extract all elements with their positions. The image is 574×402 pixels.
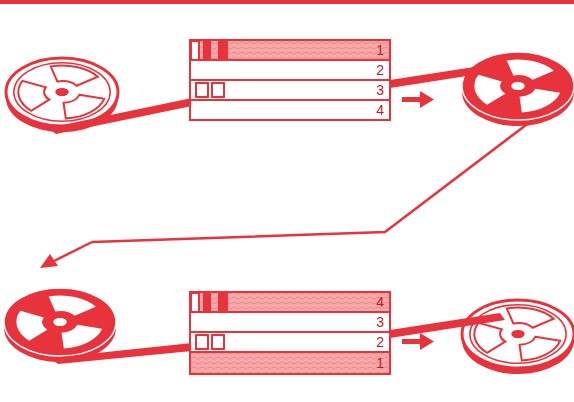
reel-spoke (18, 81, 49, 111)
track-number: 1 (374, 43, 386, 57)
track-number: 2 (374, 335, 386, 349)
reel-face (462, 300, 574, 368)
track-band: 3 (190, 312, 390, 332)
reel-face (462, 52, 574, 120)
tape (390, 63, 505, 88)
reel-hub (511, 330, 524, 338)
track-number: 2 (374, 63, 386, 77)
direction-arrow (402, 91, 434, 108)
track-band: 1 (190, 352, 390, 374)
reel-spoke (520, 337, 561, 361)
track-box (190, 40, 390, 120)
reel-cutout (49, 295, 96, 315)
reel-rim (470, 305, 566, 363)
track-number: 1 (374, 356, 386, 370)
track-number: 3 (374, 83, 386, 97)
reel-hub (511, 82, 524, 90)
reel-cutout (474, 75, 505, 105)
reel-cutout (507, 59, 554, 79)
reel-spoke (51, 65, 98, 85)
track-band: 2 (190, 332, 390, 352)
reel-hub (55, 88, 68, 96)
reel-cutout (62, 325, 103, 349)
reel-cutout (520, 89, 561, 113)
reel-hub (53, 318, 66, 326)
tape (390, 313, 505, 338)
track-band: 4 (190, 292, 390, 312)
top-rule (0, 0, 574, 4)
tape (48, 98, 192, 134)
reel-spoke (507, 307, 554, 327)
full-reel (4, 288, 116, 362)
track-box (190, 292, 390, 374)
tape (50, 343, 192, 364)
turnover-arrow (40, 122, 530, 268)
track-number: 4 (374, 103, 386, 117)
reel-spoke (64, 95, 105, 119)
track-band: 2 (190, 60, 390, 80)
reels (4, 52, 574, 374)
track-number: 4 (374, 295, 386, 309)
empty-reel (462, 300, 574, 374)
reel-face (6, 58, 118, 126)
track-number: 3 (374, 315, 386, 329)
full-reel (462, 52, 574, 126)
track-band: 3 (190, 80, 390, 100)
reel-cutout (16, 311, 47, 341)
reel-face (4, 288, 116, 356)
track-band: 1 (190, 40, 390, 60)
reel-rim (14, 63, 110, 121)
direction-arrow (402, 333, 434, 350)
track-band: 4 (190, 100, 390, 120)
reel-spoke (474, 323, 505, 353)
